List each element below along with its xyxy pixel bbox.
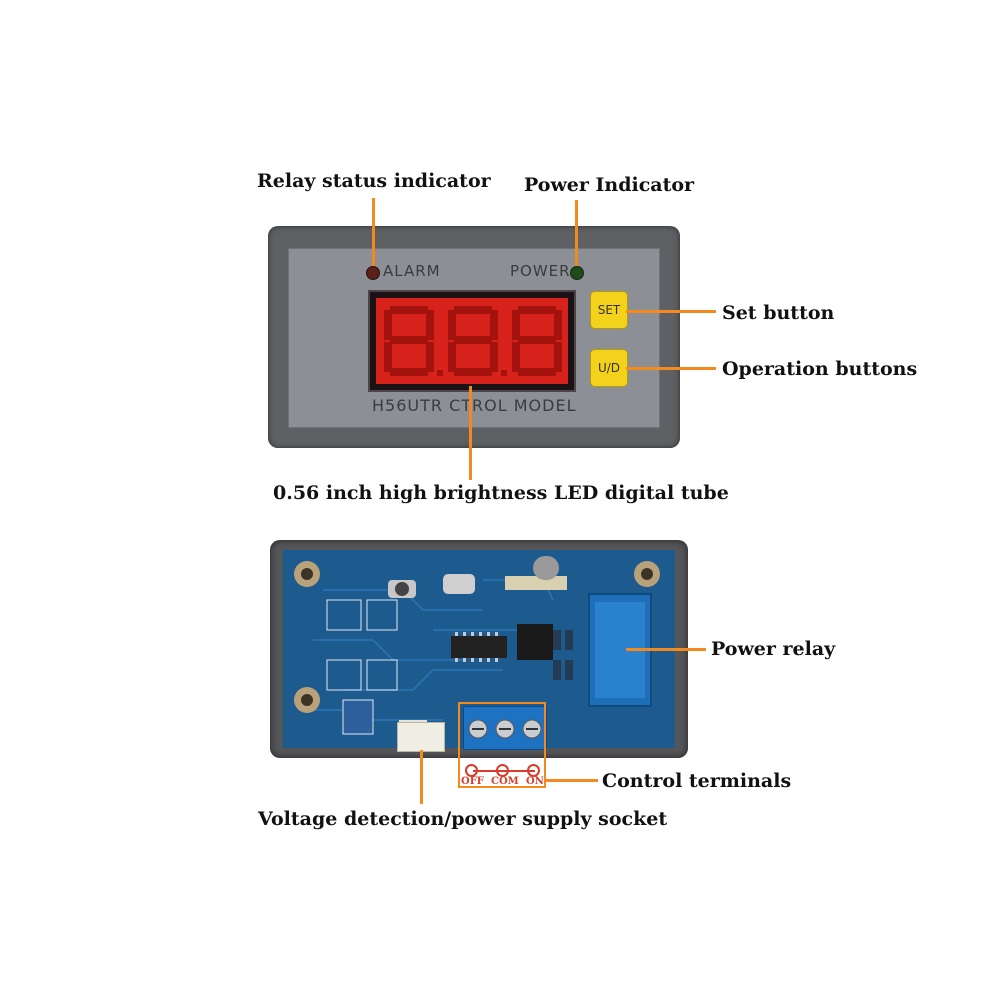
control-terminals-label: Control terminals [602, 770, 792, 792]
voltage-socket [397, 722, 445, 752]
power-text: POWER [510, 262, 571, 280]
operation-buttons-label: Operation buttons [722, 358, 918, 380]
led-digital-display [368, 290, 576, 392]
relay-status-callout-line [372, 198, 375, 266]
terminal-block [463, 706, 547, 750]
voltage-socket-label: Voltage detection/power supply socket [258, 808, 668, 830]
led-tube-callout-line [469, 386, 472, 480]
power-relay-callout-line [626, 648, 706, 651]
alarm-led [366, 266, 380, 280]
set-button[interactable]: SET [590, 291, 628, 329]
digit-segments [384, 306, 562, 376]
terminal-com-label: COM [491, 776, 519, 787]
terminal-highlight-box [458, 702, 546, 788]
set-button-label: Set button [722, 302, 835, 324]
operation-buttons-callout-line [626, 367, 716, 370]
led-digital-tube-label: 0.56 inch high brightness LED digital tu… [273, 482, 729, 504]
alarm-text: ALARM [383, 262, 441, 280]
control-terminals-callout-line [546, 779, 598, 782]
set-button-callout-line [626, 310, 716, 313]
terminal-off-label: OFF [461, 776, 484, 787]
power-relay-label: Power relay [711, 638, 836, 660]
led-digits-svg [376, 298, 568, 384]
relay-status-indicator-label: Relay status indicator [257, 170, 491, 192]
terminal-on-label: ON [526, 776, 544, 787]
model-text: H56UTR CTROL MODEL [372, 396, 577, 415]
voltage-socket-callout-line [420, 750, 423, 804]
terminal-link-line [473, 770, 535, 772]
power-led [570, 266, 584, 280]
power-indicator-label: Power Indicator [524, 174, 695, 196]
ud-button[interactable]: U/D [590, 349, 628, 387]
power-indicator-callout-line [575, 200, 578, 266]
terminal-screws-svg [468, 719, 542, 739]
